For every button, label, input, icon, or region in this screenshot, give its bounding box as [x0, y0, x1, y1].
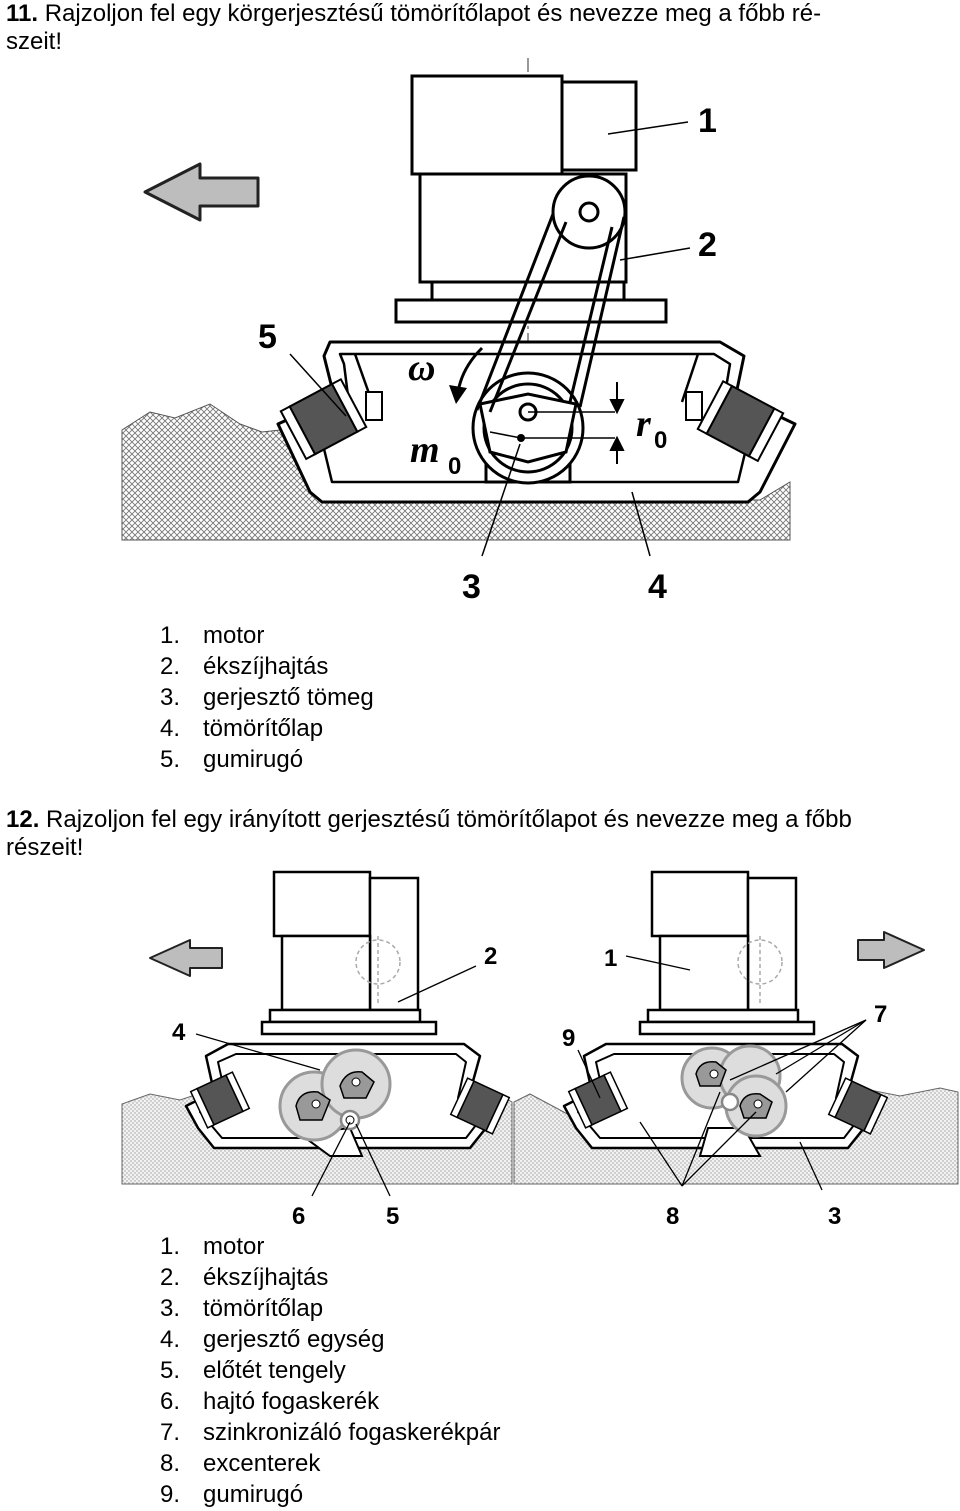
label-1-right: 1	[604, 945, 617, 972]
exciter-unit-right	[680, 1044, 788, 1157]
list-item: 1.motor	[160, 1233, 265, 1260]
question-12: 12. Rajzoljon fel egy irányított gerjesz…	[6, 806, 946, 862]
list-item: 7.szinkronizáló fogaskerékpár	[160, 1419, 501, 1446]
list-item: 3.tömörítőlap	[160, 1295, 324, 1322]
question-11: 11. Rajzoljon fel egy körgerjesztésű töm…	[6, 0, 936, 56]
label-4-left: 4	[172, 1019, 186, 1046]
direction-arrow	[143, 162, 260, 222]
label-5-left: 5	[386, 1203, 399, 1230]
label-3-right: 3	[828, 1203, 841, 1230]
list-item: 6.hajtó fogaskerék	[160, 1388, 380, 1415]
label-7-right: 7	[874, 1001, 887, 1028]
rubber-spring-left-a	[189, 1071, 251, 1129]
label-9-right: 9	[562, 1025, 575, 1052]
label-1: 1	[698, 102, 717, 140]
list-item: 4.tömörítőlap	[160, 715, 324, 742]
label-5: 5	[258, 318, 277, 356]
question-12-number: 12.	[6, 806, 40, 833]
question-11-number: 11.	[6, 0, 39, 27]
label-4: 4	[648, 568, 667, 606]
figure-circular-compactor: 1 2 3 4 5 ω m 0 r 0	[121, 58, 797, 606]
list-item: 8.excenterek	[160, 1450, 321, 1477]
question-12-text-cont: részeit!	[6, 834, 84, 861]
list-item: 9.gumirugó	[160, 1481, 304, 1508]
m0-label: m	[410, 429, 440, 471]
m0-subscript: 0	[448, 453, 461, 480]
label-6-left: 6	[292, 1203, 305, 1230]
r0-subscript: 0	[654, 427, 667, 454]
question-12-text: Rajzoljon fel egy irányított gerjesztésű…	[46, 806, 852, 833]
exciter-housing	[471, 371, 585, 485]
label-8-right: 8	[666, 1203, 679, 1230]
left-machine: 2 4 6 5	[121, 870, 513, 1230]
motor	[394, 74, 668, 324]
right-machine: 1 7 9 8 3	[513, 870, 959, 1230]
rubber-spring-right	[696, 379, 785, 463]
rubber-spring-right-a	[567, 1071, 629, 1129]
v-belt-drive	[475, 174, 627, 413]
list-item: 2.ékszíjhajtás	[160, 1264, 329, 1291]
figure-directed-compactors: 2 4 6 5	[121, 870, 959, 1230]
parts-list-2: 1.motor 2.ékszíjhajtás 3.tömörítőlap 4.g…	[160, 1231, 500, 1510]
rubber-spring-right-b	[827, 1077, 889, 1135]
list-item: 4.gerjesztő egység	[160, 1326, 385, 1353]
r0-label: r	[636, 403, 652, 445]
list-item: 3.gerjesztő tömeg	[160, 684, 374, 711]
list-item: 1.motor	[160, 622, 265, 649]
list-item: 2.ékszíjhajtás	[160, 653, 329, 680]
label-2: 2	[698, 226, 717, 264]
list-item: 5.gumirugó	[160, 746, 304, 773]
parts-list-1: 1.motor 2.ékszíjhajtás 3.gerjesztő tömeg…	[160, 620, 374, 775]
rubber-spring-left-b	[449, 1077, 511, 1135]
label-3: 3	[462, 568, 481, 606]
omega-label: ω	[408, 347, 435, 389]
r0-dimension	[609, 382, 625, 464]
question-11-text: Rajzoljon fel egy körgerjesztésű tömörít…	[44, 0, 822, 27]
exciter-unit-left	[278, 1048, 392, 1157]
rubber-spring-left	[279, 377, 368, 461]
list-item: 5.előtét tengely	[160, 1357, 346, 1384]
question-11-text-cont: szeit!	[6, 28, 63, 55]
label-2-left: 2	[484, 943, 497, 970]
